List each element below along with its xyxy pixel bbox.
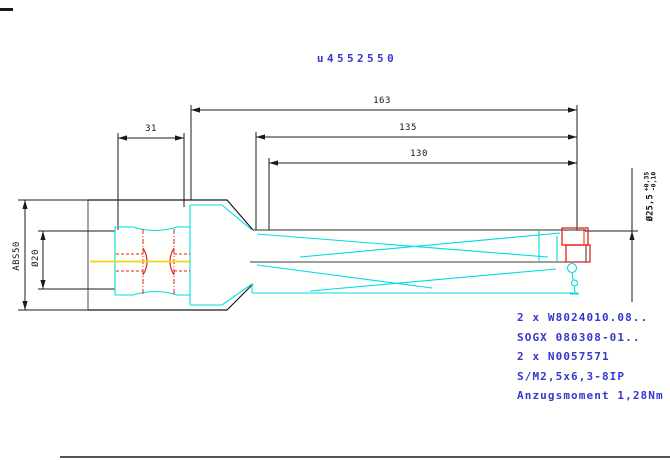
dimension-arrows — [22, 107, 635, 310]
clamp-screw-detail — [570, 279, 579, 287]
flange-taper-bottom — [190, 283, 253, 306]
screw-line — [573, 285, 576, 293]
dim-label-cut-diameter: Ø25,5 +0,35 -0,10 — [643, 159, 658, 235]
body-dark-lines — [250, 229, 587, 263]
screw-line — [571, 271, 574, 281]
flute-line — [299, 232, 561, 258]
note-insert-order1: 2 x W8024010.08.. — [517, 311, 649, 324]
shank-waist-top — [115, 226, 190, 232]
flute-line — [309, 268, 557, 292]
drawing-number: u4552550 — [316, 52, 398, 65]
dim-label-shank-type: ABS50 — [12, 241, 22, 271]
flute-line — [256, 233, 549, 258]
arrow — [40, 231, 46, 240]
component-notes: 2 x W8024010.08.. SOGX 080308-01.. 2 x N… — [517, 311, 664, 409]
frame-corner-mark — [0, 8, 13, 11]
arrow — [22, 301, 28, 310]
arrow — [269, 160, 278, 166]
arrow — [568, 134, 577, 140]
tool-cyan-geometry — [114, 204, 579, 306]
arrow — [629, 231, 635, 240]
dim-label-130: 130 — [410, 149, 428, 159]
holder-bottom-profile — [88, 283, 254, 311]
holder-top-profile — [88, 199, 254, 231]
flute-line — [256, 264, 433, 289]
frame-marks — [0, 8, 670, 458]
arrow — [191, 107, 200, 113]
clamp-screw-head — [566, 262, 578, 274]
note-screw-spec: S/M2,5x6,3-8IP — [517, 369, 626, 383]
holder-outline — [87, 199, 254, 311]
arrow — [568, 160, 577, 166]
arrow — [118, 135, 127, 141]
shank-waist-bottom — [115, 290, 190, 296]
arrow — [175, 135, 184, 141]
tolerance-lower: -0,10 — [649, 171, 657, 192]
dim-label-dia20: Ø20 — [31, 249, 41, 267]
dim-label-163: 163 — [373, 96, 391, 106]
arrow — [256, 134, 265, 140]
cut-diameter-value: Ø25,5 — [645, 194, 655, 222]
cut-diameter-tolerances: +0,35 -0,10 — [643, 171, 658, 192]
insert-outline-lower — [565, 244, 591, 263]
dim-label-135: 135 — [399, 123, 417, 133]
arrow — [22, 200, 28, 209]
flange-taper-top — [190, 204, 253, 231]
arrow — [568, 107, 577, 113]
dim-label-31: 31 — [145, 124, 157, 134]
note-screw-order: 2 x N0057571 — [517, 350, 610, 363]
note-insert-order2: SOGX 080308-01.. — [517, 330, 641, 344]
note-torque: Anzugsmoment 1,28Nm — [517, 389, 664, 402]
dimension-lines — [18, 105, 638, 311]
arrow — [40, 280, 46, 289]
